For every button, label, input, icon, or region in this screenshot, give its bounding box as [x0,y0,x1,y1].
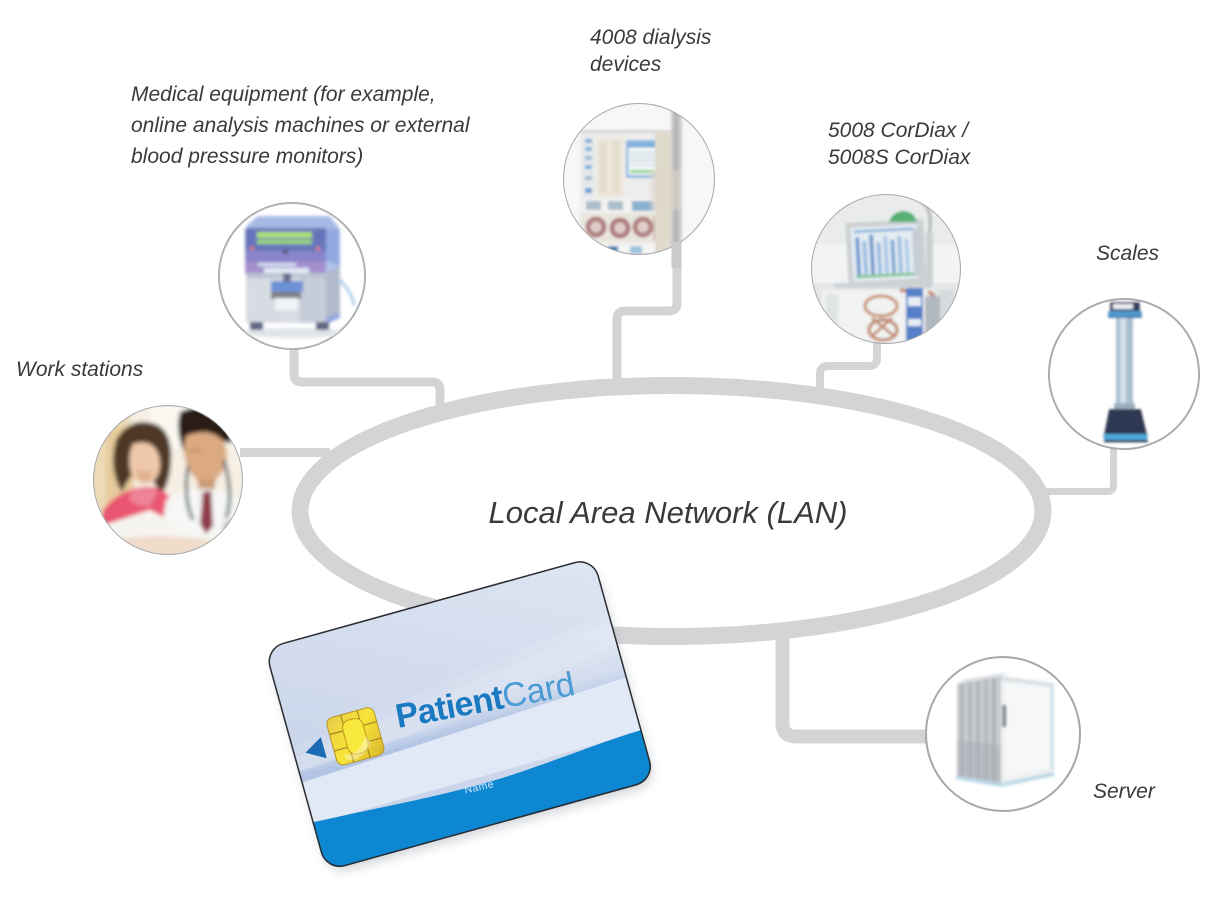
svg-text:5008 CorDiax /: 5008 CorDiax / [828,119,970,142]
svg-text:online analysis machines or ex: online analysis machines or external [131,114,471,137]
svg-text:4008 dialysis: 4008 dialysis [590,26,712,49]
svg-text:5008S CorDiax: 5008S CorDiax [828,146,972,169]
svg-text:Local Area Network (LAN): Local Area Network (LAN) [489,495,848,530]
svg-text:Scales: Scales [1096,242,1160,265]
svg-text:devices: devices [590,53,662,76]
svg-text:Server: Server [1093,780,1156,803]
svg-text:blood pressure monitors): blood pressure monitors) [131,145,363,168]
svg-text:Work stations: Work stations [16,358,144,381]
svg-text:Medical equipment (for example: Medical equipment (for example, [131,83,436,106]
